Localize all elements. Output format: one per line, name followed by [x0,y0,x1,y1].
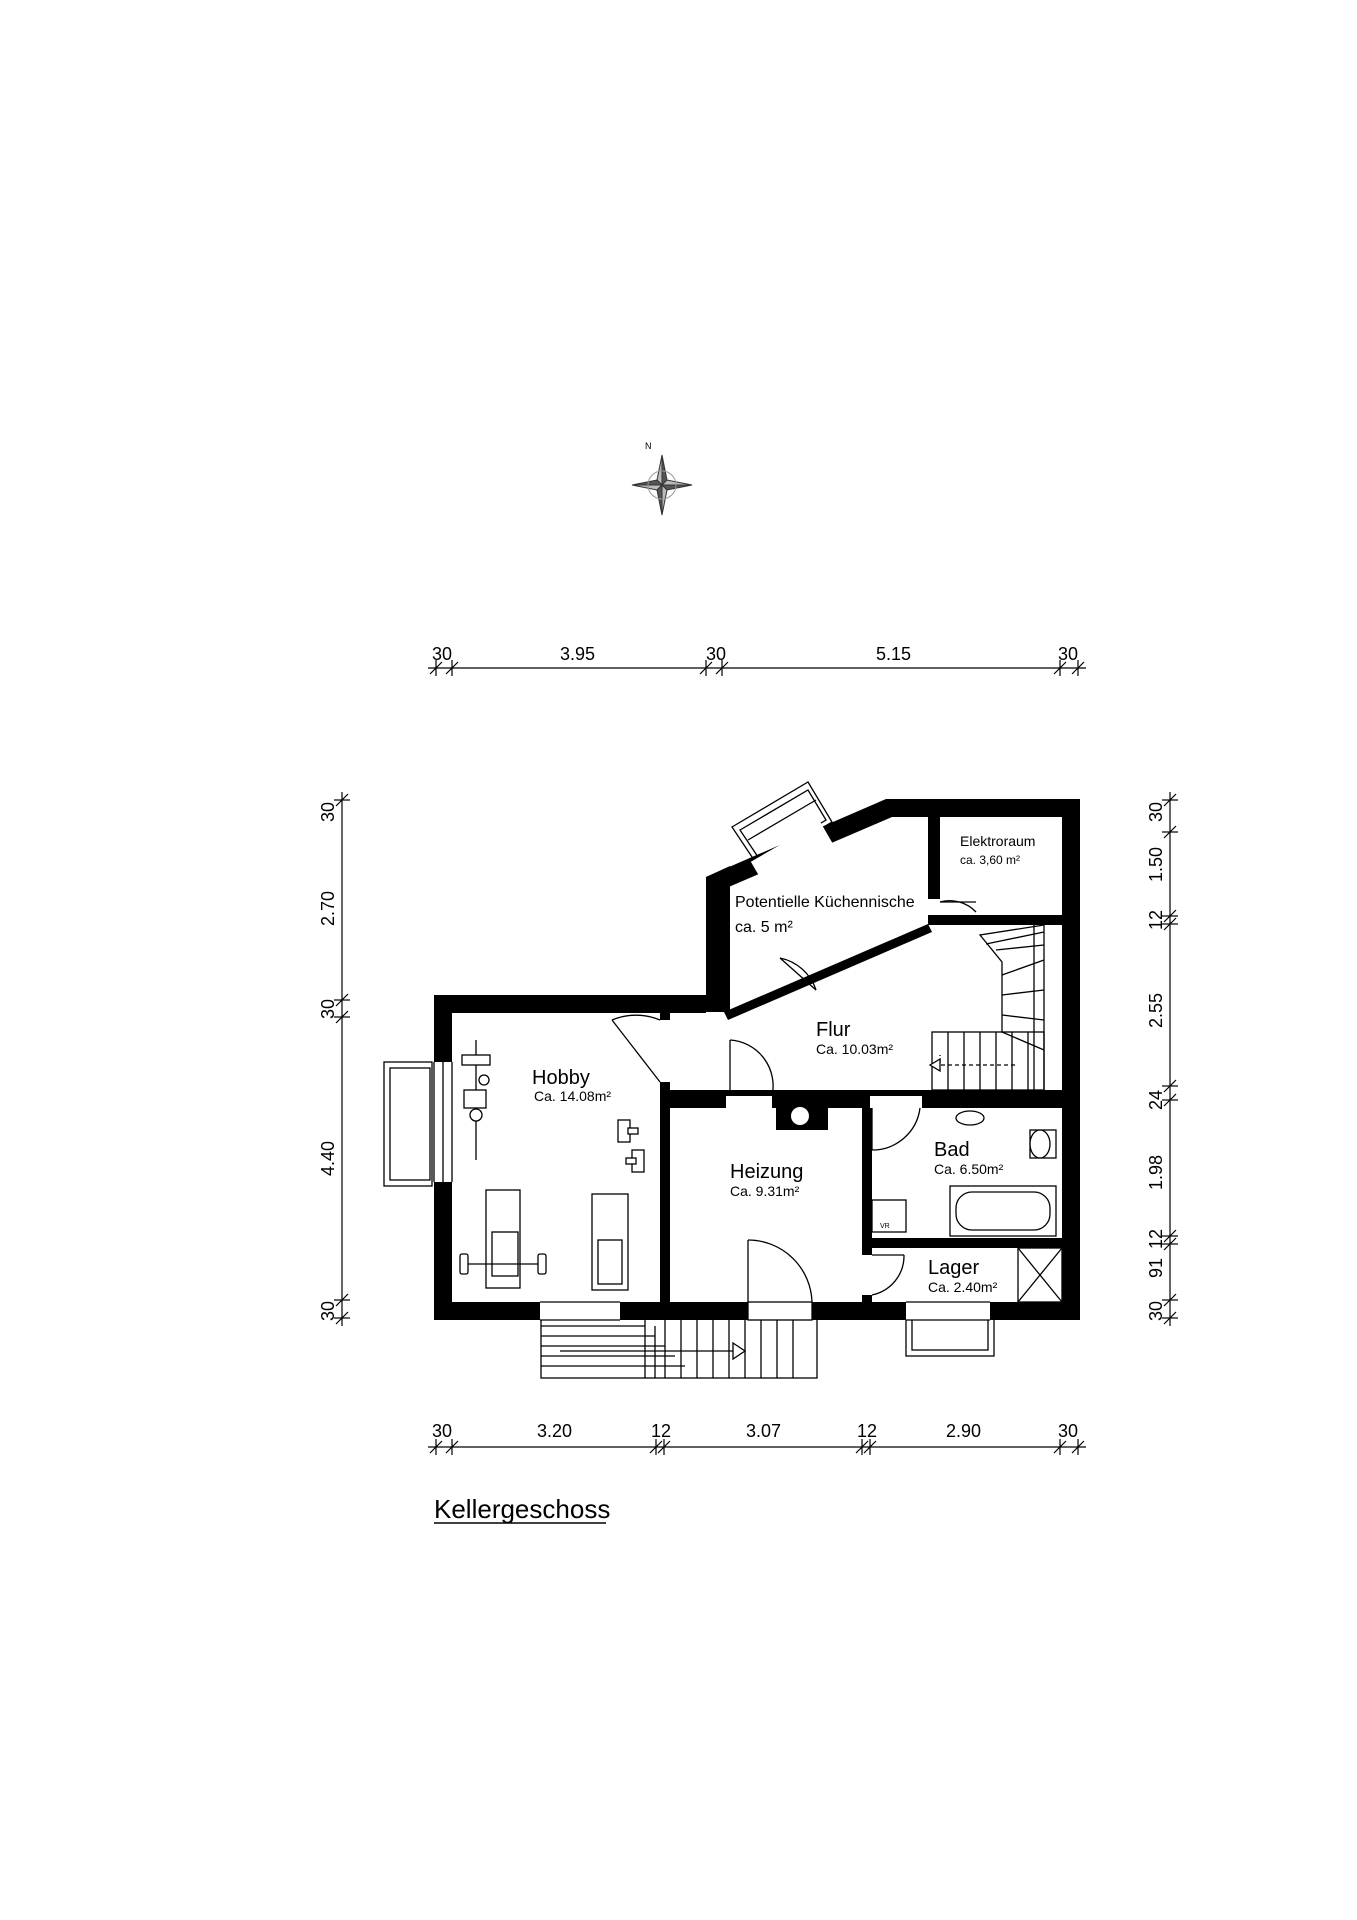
dim-right-3: 12 [1146,910,1166,930]
dim-left-5: 30 [318,1301,338,1321]
dim-left-1: 30 [318,802,338,822]
dim-right-1: 30 [1146,802,1166,822]
dim-right-2: 1.50 [1146,847,1166,882]
room-name-flur: Flur [816,1019,851,1041]
dim-right-8: 91 [1146,1258,1166,1278]
dim-bottom-3: 12 [651,1421,671,1441]
room-area-kitchen: ca. 5 m² [735,919,793,936]
window-bay-left [383,1061,433,1187]
compass-rose-icon: N [631,441,693,516]
room-name-elektroraum: Elektroraum [960,833,1035,849]
dim-bottom-5: 12 [857,1421,877,1441]
doors [611,900,977,1303]
room-area-elektroraum: ca. 3,60 m² [960,853,1020,867]
dim-top-2: 3.95 [560,644,595,664]
dim-top-4: 5.15 [876,644,911,664]
dimension-chain-top: 30 3.95 30 5.15 30 [428,644,1086,676]
dim-bottom-4: 3.07 [746,1421,781,1441]
dimension-chain-left: 30 2.70 30 4.40 30 [318,792,350,1326]
fitness-equipment [459,1040,645,1291]
exterior-stairs [540,1315,818,1379]
window-bay-bottom [905,1315,995,1357]
window-bay-top [731,781,833,867]
room-name-bad: Bad [934,1139,970,1161]
room-name-lager: Lager [928,1257,979,1279]
dim-right-9: 30 [1146,1301,1166,1321]
room-name-hobby: Hobby [532,1067,590,1089]
dim-right-7: 12 [1146,1229,1166,1249]
dimension-chain-bottom: 30 3.20 12 3.07 12 2.90 30 [428,1421,1086,1455]
dim-left-2: 2.70 [318,891,338,926]
openings [434,821,990,1320]
dim-right-5: 24 [1146,1090,1166,1110]
dim-left-3: 30 [318,999,338,1019]
watermark: www.grundriss.com [1061,1167,1080,1315]
dimension-chain-right: 30 1.50 12 2.55 24 1.98 12 91 30 [1146,792,1178,1326]
dim-top-1: 30 [432,644,452,664]
interior-stairs [928,924,1045,1091]
vr-label: VR [880,1223,890,1230]
room-name-kitchen: Potentielle Küchennische [735,894,915,911]
room-area-heizung: Ca. 9.31m² [730,1183,800,1199]
dim-right-4: 2.55 [1146,993,1166,1028]
room-name-heizung: Heizung [730,1161,803,1183]
dim-bottom-1: 30 [432,1421,452,1441]
dim-left-4: 4.40 [318,1141,338,1176]
bathroom-fixtures: VR [871,1110,1063,1303]
room-area-bad: Ca. 6.50m² [934,1161,1004,1177]
dim-bottom-7: 30 [1058,1421,1078,1441]
room-labels: Hobby Ca. 14.08m² Potentielle Küchennisc… [532,833,1035,1295]
dim-bottom-2: 3.20 [537,1421,572,1441]
north-label: N [645,441,652,451]
window-frames [433,1062,990,1321]
dim-top-5: 30 [1058,644,1078,664]
plan-title: Kellergeschoss [434,1494,610,1524]
room-area-hobby: Ca. 14.08m² [534,1088,611,1104]
dim-top-3: 30 [706,644,726,664]
room-area-lager: Ca. 2.40m² [928,1279,998,1295]
room-area-flur: Ca. 10.03m² [816,1041,893,1057]
dim-bottom-6: 2.90 [946,1421,981,1441]
dim-right-6: 1.98 [1146,1155,1166,1190]
